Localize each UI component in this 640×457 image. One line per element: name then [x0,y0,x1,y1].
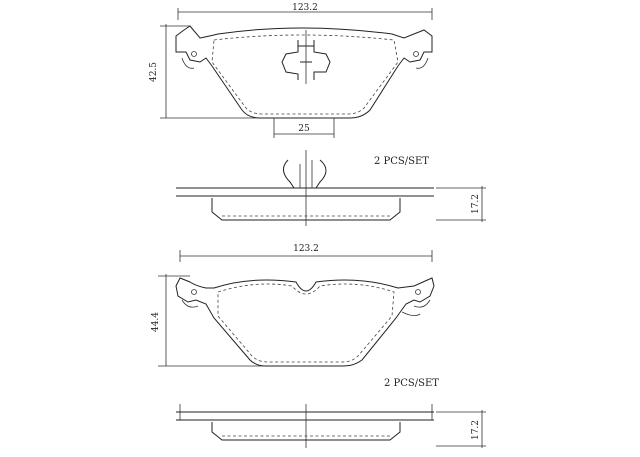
top-height-dimension: 42.5 [149,24,270,119]
top-wear-clip [281,40,331,80]
bottom-pad-view: 123.2 44.4 [151,244,435,367]
bottom-side-view: 17.2 2 PCS/SET [176,378,486,448]
top-set-label: 2 PCS/SET [374,156,429,167]
top-side-view: 17.2 2 PCS/SET [176,150,486,226]
top-width-label: 123.2 [292,3,318,13]
top-thickness-label: 17.2 [471,194,481,214]
top-width-dimension: 123.2 [177,3,433,20]
bottom-width-label: 123.2 [293,244,319,254]
top-pad-view: 123.2 42.5 25 [149,3,433,138]
bottom-friction-pad [217,283,395,363]
bottom-height-label: 44.4 [151,312,161,332]
top-tab-dimension: 25 [273,118,335,138]
top-backing-plate [175,25,433,119]
bottom-width-dimension: 123.2 [179,244,433,262]
top-tab-label: 25 [298,124,310,134]
bottom-height-dimension: 44.4 [151,274,270,367]
bottom-thickness-label: 17.2 [471,420,481,440]
bottom-thickness-dimension: 17.2 [436,410,486,448]
top-thickness-dimension: 17.2 [436,186,486,222]
top-height-label: 42.5 [149,62,159,82]
top-friction-pad [211,34,399,115]
bottom-set-label: 2 PCS/SET [384,378,439,389]
bottom-backing-plate [175,277,435,367]
